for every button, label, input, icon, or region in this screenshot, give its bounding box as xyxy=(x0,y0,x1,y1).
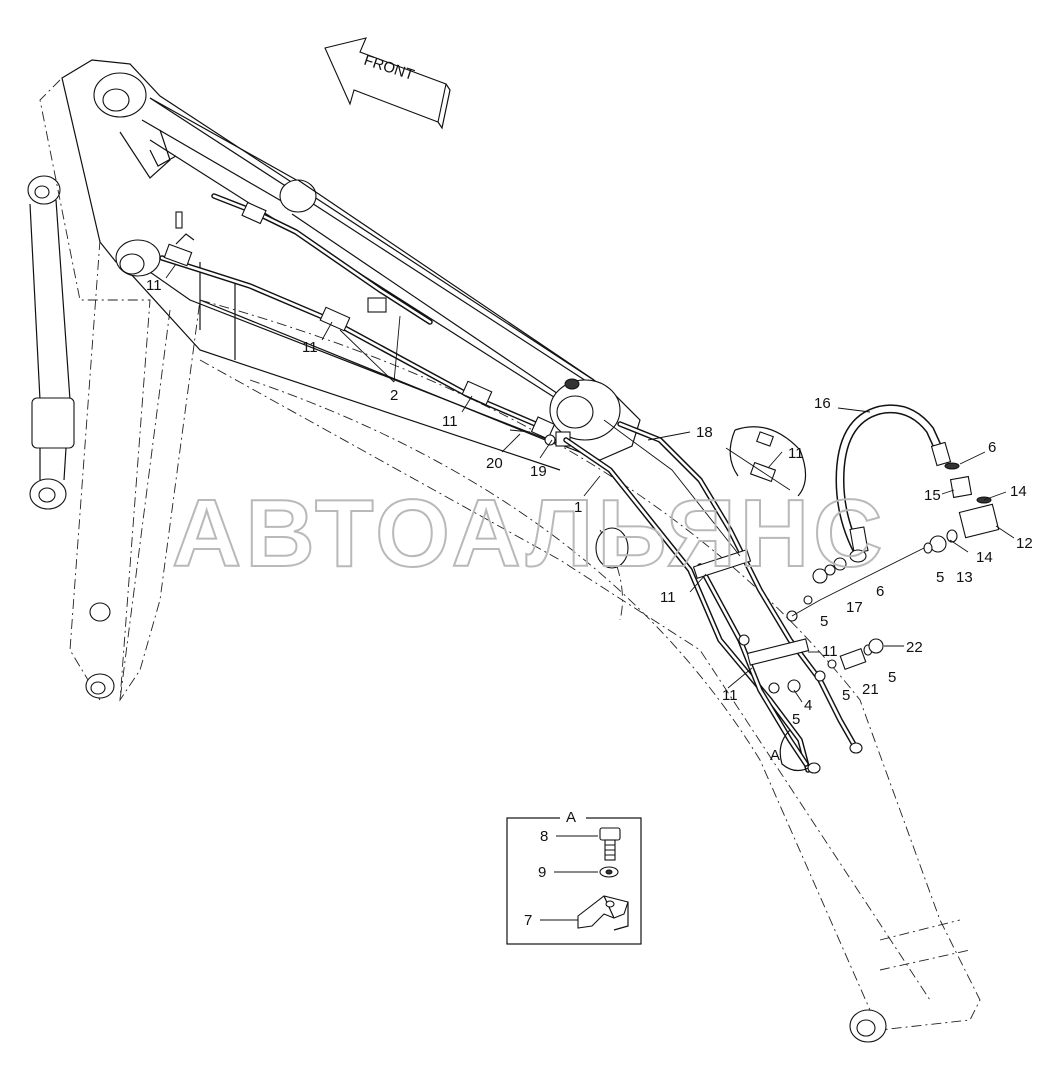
callout-9: 9 xyxy=(538,864,546,881)
callout-8: 8 xyxy=(540,828,548,845)
callout-13: 13 xyxy=(956,569,973,586)
callout-7: 7 xyxy=(524,912,532,929)
callout-22: 22 xyxy=(906,639,923,656)
arm-structure xyxy=(61,59,641,471)
callout-18: 18 xyxy=(696,424,713,441)
leader-lines xyxy=(165,263,1015,703)
detail-marker-a: A xyxy=(770,747,780,764)
hose-assembly xyxy=(833,404,1000,571)
boom-outline xyxy=(39,79,981,1043)
callout-11-boom-right: 11 xyxy=(822,643,838,660)
detail-view-a: A 8 9 7 xyxy=(506,808,642,945)
callout-11-arm-mid: 11 xyxy=(302,339,318,356)
callout-17: 17 xyxy=(846,599,863,616)
callout-5-hose: 5 xyxy=(936,569,944,586)
callout-11-detail: 11 xyxy=(788,445,804,462)
callout-14-top: 14 xyxy=(1010,483,1027,500)
callout-6-bottom: 6 xyxy=(876,583,884,600)
callout-5-bottom: 5 xyxy=(792,711,800,728)
callout-1: 1 xyxy=(574,499,582,516)
callout-12: 12 xyxy=(1016,535,1033,552)
detail-circle xyxy=(725,426,807,497)
callout-14-bottom: 14 xyxy=(976,549,993,566)
boom-pipe-assembly: A xyxy=(563,419,941,774)
callout-20: 20 xyxy=(486,455,503,472)
bucket-cylinder xyxy=(27,175,75,510)
callout-labels: 11 11 2 11 20 19 1 18 11 16 6 15 14 12 1… xyxy=(146,277,1033,728)
callout-15: 15 xyxy=(924,487,941,504)
callout-19: 19 xyxy=(530,463,547,480)
callout-11-arm-front: 11 xyxy=(146,277,162,294)
callout-11-arm-rear: 11 xyxy=(442,413,458,430)
front-direction-arrow: FRONT xyxy=(324,37,451,130)
callout-16: 16 xyxy=(814,395,831,412)
callout-11-boom-lower: 11 xyxy=(722,687,738,704)
callout-5-lower: 5 xyxy=(842,687,850,704)
detail-view-title: A xyxy=(566,809,576,826)
callout-2: 2 xyxy=(390,387,398,404)
watermark-text: АВТОАЛЬЯНС xyxy=(172,480,886,587)
callout-6-top: 6 xyxy=(988,439,996,456)
callout-21: 21 xyxy=(862,681,879,698)
arm-pipe-assembly xyxy=(159,193,571,447)
callout-5-mid: 5 xyxy=(820,613,828,630)
callout-5-right: 5 xyxy=(888,669,896,686)
callout-11-boom-upper: 11 xyxy=(660,589,676,606)
callout-4: 4 xyxy=(804,697,812,714)
